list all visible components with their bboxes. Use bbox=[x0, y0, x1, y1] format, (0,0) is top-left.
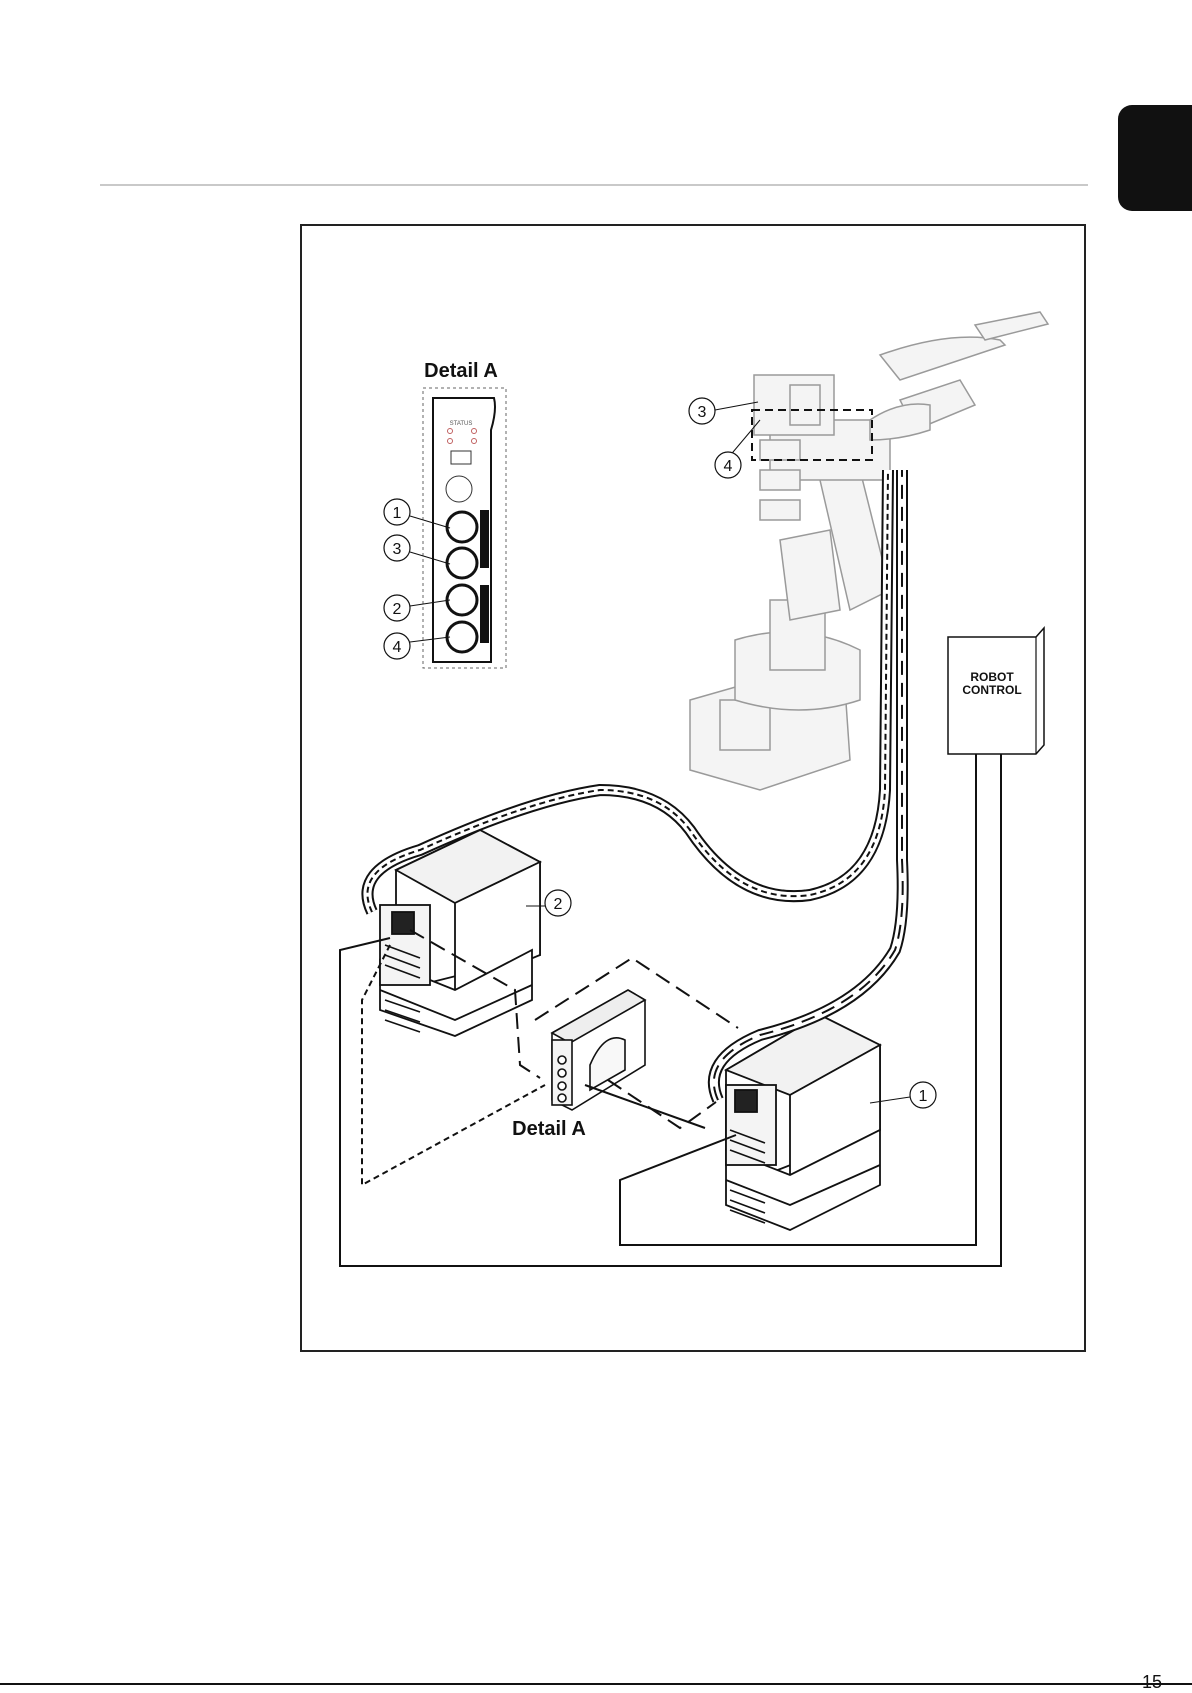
connector-socket-2 bbox=[447, 585, 477, 615]
panel-status-label: STATUS bbox=[450, 421, 473, 427]
svg-text:4: 4 bbox=[724, 458, 733, 475]
robot-control-cabinet: ROBOT CONTROL bbox=[948, 628, 1044, 754]
svg-text:3: 3 bbox=[698, 404, 707, 421]
svg-text:3: 3 bbox=[393, 541, 402, 558]
svg-text:1: 1 bbox=[393, 505, 402, 522]
robot-control-label-line2: CONTROL bbox=[962, 683, 1021, 697]
connector-socket-1 bbox=[447, 512, 477, 542]
detail-a-title: Detail A bbox=[424, 360, 498, 382]
detail-a-caption: Detail A bbox=[512, 1118, 586, 1140]
svg-text:1: 1 bbox=[919, 1088, 928, 1105]
robot-callout-4: 4 bbox=[715, 420, 760, 478]
robot-control-label-line1: ROBOT bbox=[970, 670, 1014, 684]
svg-text:2: 2 bbox=[393, 601, 402, 618]
svg-text:4: 4 bbox=[393, 639, 402, 656]
connector-socket-4 bbox=[447, 622, 477, 652]
solid-cable-ps1-detail bbox=[585, 1085, 705, 1128]
robot-callout-3: 3 bbox=[689, 398, 758, 424]
interface-module bbox=[552, 990, 645, 1110]
connector-socket-3 bbox=[447, 548, 477, 578]
svg-text:2: 2 bbox=[554, 896, 563, 913]
